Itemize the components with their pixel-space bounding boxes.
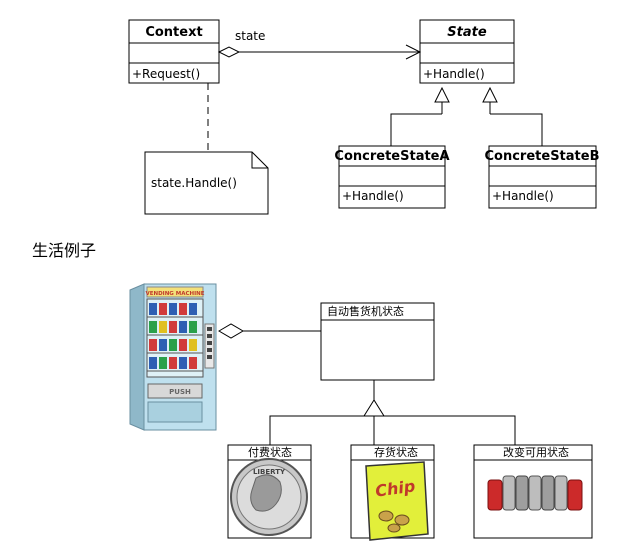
sub-state-payment: 付费状态 LIBERTY bbox=[227, 444, 312, 539]
vending-inheritance bbox=[269, 380, 516, 445]
vending-machine-header: VENDING MACHINE bbox=[145, 291, 204, 297]
vending-push-label: PUSH bbox=[169, 388, 191, 396]
sub-state-change-label: 改变可用状态 bbox=[503, 445, 569, 459]
sub-state-payment-label: 付费状态 bbox=[248, 445, 292, 459]
note-text: state.Handle() bbox=[151, 176, 237, 190]
concrete-state-b-name: ConcreteStateB bbox=[485, 149, 600, 164]
context-class: Context +Request() bbox=[128, 19, 220, 84]
sub-state-inventory: 存货状态 Chip bbox=[350, 444, 435, 541]
inheritance-b bbox=[482, 86, 543, 146]
association-label: state bbox=[235, 29, 265, 43]
note: state.Handle() bbox=[144, 151, 269, 215]
inheritance-a bbox=[390, 86, 450, 146]
concrete-state-a-operation: +Handle() bbox=[342, 189, 404, 203]
concrete-state-b-class: ConcreteStateB +Handle() bbox=[485, 145, 600, 209]
coin-inscription: LIBERTY bbox=[253, 468, 286, 476]
machine-aggregation bbox=[218, 323, 321, 339]
context-operation: +Request() bbox=[132, 67, 200, 81]
coin-rolls-image bbox=[487, 475, 583, 511]
vending-state-name: 自动售货机状态 bbox=[327, 304, 404, 318]
state-class: State +Handle() bbox=[419, 19, 515, 84]
vending-state-class: 自动售货机状态 bbox=[320, 302, 435, 381]
concrete-state-a-name: ConcreteStateA bbox=[334, 149, 449, 164]
sub-state-change: 改变可用状态 bbox=[473, 444, 593, 539]
life-example-heading: 生活例子 bbox=[32, 241, 96, 260]
state-class-name: State bbox=[447, 25, 487, 40]
aggregation-association: state bbox=[217, 29, 422, 60]
state-operation: +Handle() bbox=[423, 67, 485, 81]
context-class-name: Context bbox=[145, 25, 202, 40]
concrete-state-b-operation: +Handle() bbox=[492, 189, 554, 203]
vending-products bbox=[147, 303, 203, 372]
concrete-state-a-class: ConcreteStateA +Handle() bbox=[334, 145, 450, 209]
chip-bag-image: Chip bbox=[365, 461, 429, 541]
sub-state-inventory-label: 存货状态 bbox=[374, 445, 418, 459]
vending-machine-image: VENDING MACHINE bbox=[129, 283, 217, 431]
coin-image: LIBERTY bbox=[230, 458, 308, 536]
